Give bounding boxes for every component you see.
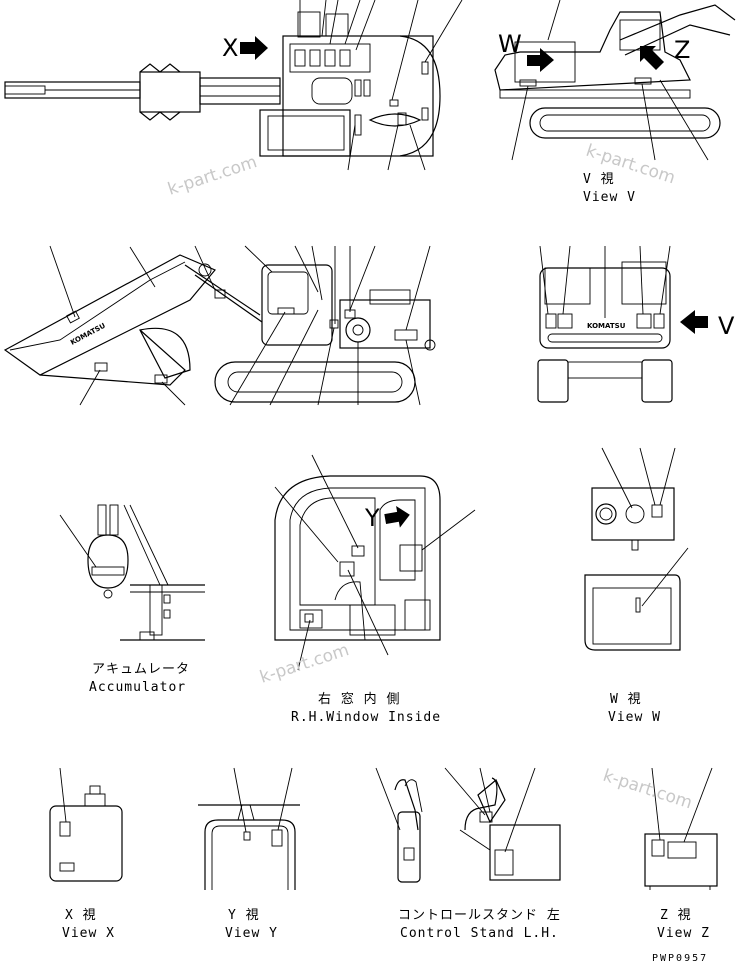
rear-view: KOMATSU V: [537, 245, 735, 403]
caption-accumulator-en: Accumulator: [89, 680, 186, 695]
view-letter-z: Z: [674, 36, 690, 64]
arrow-right-icon: [384, 505, 410, 528]
watermark: k-part.com: [600, 766, 694, 814]
rh-window-inside: Y: [274, 454, 476, 671]
watermark: k-part.com: [165, 152, 259, 200]
caption-z-en: View Z: [657, 926, 710, 941]
caption-x-en: View X: [62, 926, 115, 941]
accumulator-detail: [59, 504, 205, 641]
brand-counterweight: KOMATSU: [587, 322, 626, 330]
caption-y-jp: Y 視: [228, 908, 260, 923]
caption-control-stand-en: Control Stand L.H.: [400, 926, 559, 941]
view-letter-x: X: [222, 34, 238, 62]
brand-boom: KOMATSU: [69, 322, 107, 347]
control-stand-detail: [375, 767, 561, 883]
caption-accumulator-jp: アキュムレータ: [92, 662, 190, 677]
caption-control-stand-jp: コントロールスタンド 左: [398, 908, 561, 923]
arrow-right-icon: [527, 48, 554, 72]
arrow-left-icon: [680, 310, 708, 334]
arrow-diagonal-icon: [640, 46, 664, 70]
view-letter-v: V: [718, 312, 735, 340]
caption-rh-window-en: R.H.Window Inside: [291, 710, 441, 725]
view-w-detail: [584, 447, 689, 651]
caption-z-jp: Z 視: [660, 908, 692, 923]
caption-w-en: View W: [608, 710, 661, 725]
caption-w-jp: W 視: [610, 692, 642, 707]
view-z-detail: [644, 767, 718, 890]
caption-y-en: View Y: [225, 926, 278, 941]
side-elevation: KOMATSU: [3, 245, 436, 406]
caption-v-en: View V: [583, 190, 636, 205]
side-view-v: W Z: [494, 0, 736, 161]
drawing-code: PWP0957: [652, 953, 708, 964]
view-x-detail: [49, 767, 123, 882]
view-letter-w: W: [498, 30, 522, 58]
view-letter-y: Y: [364, 504, 380, 532]
view-y-detail: [198, 767, 300, 890]
plan-view: X: [4, 0, 463, 171]
caption-x-jp: X 視: [65, 908, 97, 923]
caption-v-jp: V 視: [583, 172, 615, 187]
caption-rh-window-jp: 右 窓 内 側: [318, 691, 400, 707]
arrow-right-icon: [240, 36, 268, 60]
watermark: k-part.com: [257, 640, 351, 688]
